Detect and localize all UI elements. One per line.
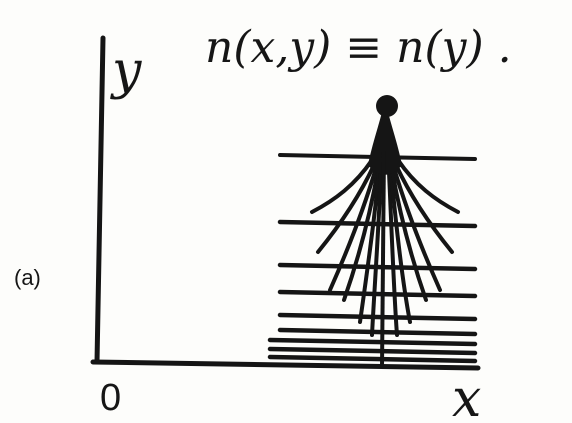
axes xyxy=(90,35,481,371)
ray-line xyxy=(310,158,374,214)
source-point xyxy=(376,95,398,117)
source-cone xyxy=(368,112,402,175)
central-ray xyxy=(380,149,386,369)
x-axis-label: x xyxy=(452,369,481,423)
ray-line xyxy=(390,168,428,302)
layer-line xyxy=(267,337,478,347)
panel-label: (a) xyxy=(14,265,41,290)
ray-line xyxy=(328,166,378,292)
layer-line xyxy=(277,289,478,299)
x-axis-line xyxy=(90,359,481,371)
ray-line xyxy=(387,170,399,337)
light-source xyxy=(368,95,402,369)
ray-line xyxy=(394,163,454,254)
layer-line xyxy=(277,327,478,337)
layer-line xyxy=(267,354,478,364)
ray-line xyxy=(316,163,376,254)
layer-line xyxy=(277,312,478,322)
ray-line xyxy=(389,170,412,324)
ray-line xyxy=(370,170,383,337)
ray-line xyxy=(396,158,460,214)
ray-line xyxy=(392,166,442,292)
ray-fan xyxy=(310,158,460,337)
ray-line xyxy=(342,168,380,302)
origin-label: 0 xyxy=(100,377,121,419)
ray-line xyxy=(358,170,381,324)
y-axis-label: y xyxy=(110,41,142,101)
equation-label: n(x,y) ≡ n(y) . xyxy=(205,22,512,73)
y-axis-line xyxy=(94,35,106,365)
layer-line xyxy=(267,346,478,356)
